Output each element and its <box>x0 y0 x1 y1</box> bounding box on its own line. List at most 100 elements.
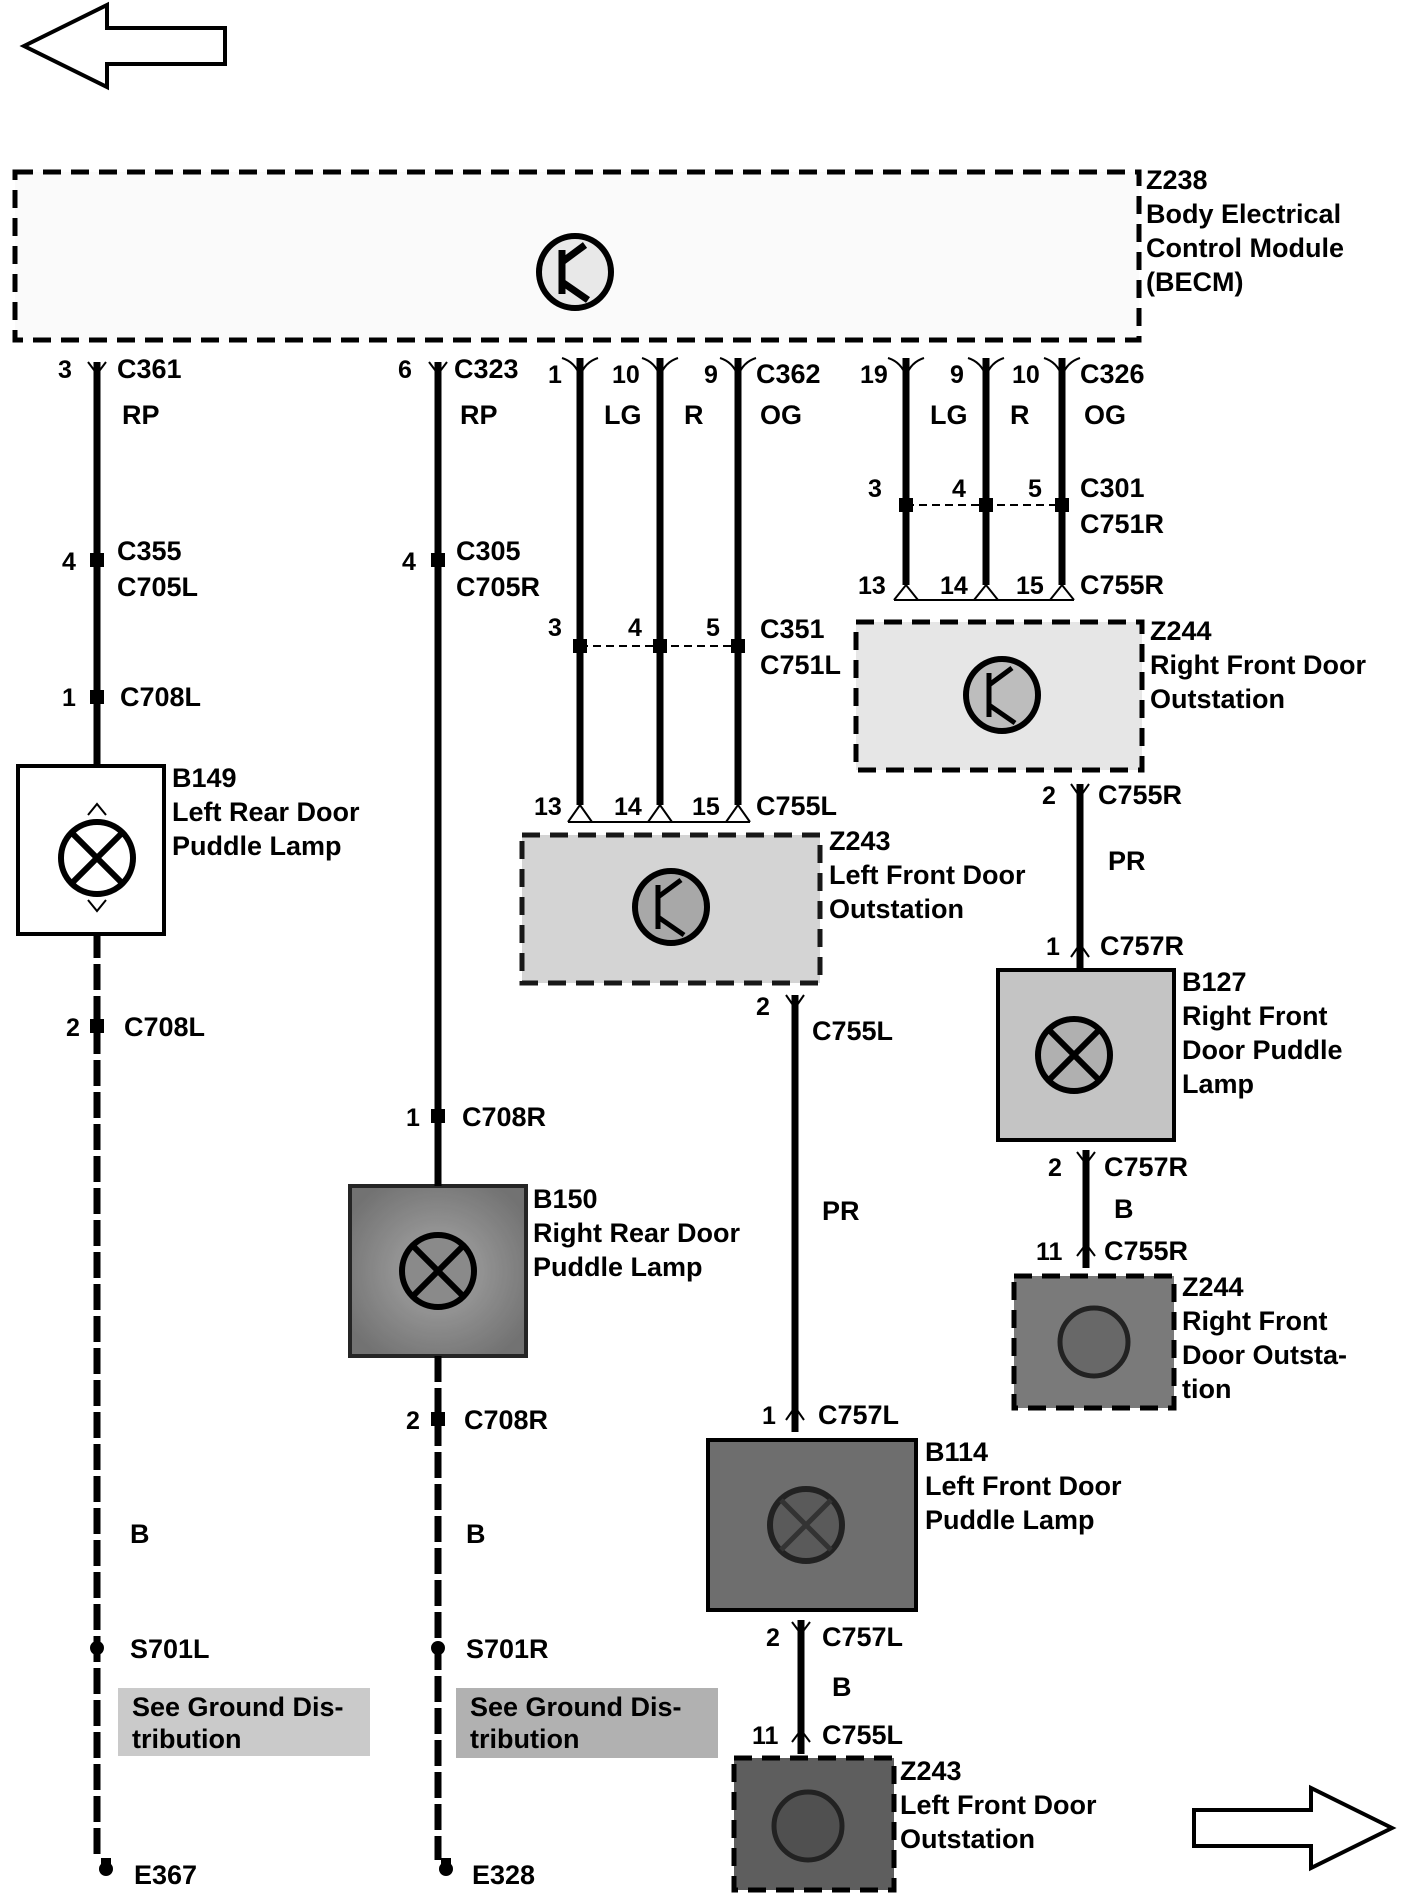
connector-label: C751L <box>760 650 841 680</box>
pin-label: 4 <box>952 475 966 503</box>
pin-label: 3 <box>548 614 562 642</box>
ground-note-line: See Ground Dis- <box>132 1692 344 1722</box>
pin-label: 1 <box>1046 933 1060 961</box>
transistor-icon <box>632 868 710 946</box>
lamp-b127 <box>996 968 1176 1142</box>
connector-label: C355 <box>117 536 182 566</box>
lamp-b114 <box>706 1438 918 1612</box>
ground-label: E367 <box>134 1860 197 1890</box>
connector-label: C301 <box>1080 473 1145 503</box>
pin-label: 14 <box>614 793 642 821</box>
transistor-icon <box>963 656 1041 734</box>
connector-label: C351 <box>760 614 825 644</box>
rf-outstation-module-lower: Z244 Right Front Door Outsta- tion <box>1011 1272 1347 1411</box>
module-name-line: tion <box>1182 1374 1231 1404</box>
inline-connector <box>979 498 993 512</box>
connector-label: C751R <box>1080 509 1164 539</box>
right-rear-circuit: 6 C323 RP 4 C305 C705R 1 C708R B150 Righ… <box>348 354 741 1890</box>
inline-connector <box>431 1109 445 1123</box>
wire-color-label: OG <box>760 400 802 430</box>
inline-connector <box>731 639 745 653</box>
connector-label: C708L <box>124 1012 205 1042</box>
pin-label: 1 <box>62 684 76 712</box>
lamp-name-line: Left Rear Door <box>172 797 360 827</box>
wire-color-label: RP <box>122 400 160 430</box>
connector-label: C757R <box>1100 931 1184 961</box>
pin-label: 13 <box>858 572 886 600</box>
wire-color-label: B <box>466 1519 486 1549</box>
ground-note-line: tribution <box>132 1724 241 1754</box>
lamp-name-line: Door Puddle <box>1182 1035 1343 1065</box>
lf-outstation-module: Z243 Left Front Door Outstation <box>519 826 1026 986</box>
pin-label: 10 <box>1012 361 1040 389</box>
pin-label: 2 <box>1042 782 1056 810</box>
ground-note-box <box>456 1688 718 1758</box>
splice-label: S701R <box>466 1634 549 1664</box>
pin-label: 2 <box>66 1014 80 1042</box>
lamp-name-line: Puddle Lamp <box>533 1252 703 1282</box>
wire-color-label: B <box>1114 1194 1134 1224</box>
pin-label: 9 <box>950 361 964 389</box>
inline-connector <box>431 553 445 567</box>
connector-label: C326 <box>1080 359 1145 389</box>
inline-connector <box>653 639 667 653</box>
connector-label: C362 <box>756 359 821 389</box>
module-id: Z244 <box>1150 616 1212 646</box>
wire-color-label: LG <box>604 400 642 430</box>
inline-connector <box>431 1412 445 1426</box>
right-front-bus: 19 9 10 C326 LG R OG 3 4 5 C301 C751R 13… <box>858 357 1164 601</box>
pin-label: 4 <box>62 548 76 576</box>
lf-outstation-module-lower: Z243 Left Front Door Outstation <box>731 1755 1097 1893</box>
wire-color-label: PR <box>1108 846 1146 876</box>
pin-label: 9 <box>704 361 718 389</box>
pin-label: 3 <box>58 356 72 384</box>
lamp-id: B114 <box>925 1437 988 1467</box>
left-front-lamp-circuit: 2 C755L PR 1 C757L B114 Left Front Door … <box>706 993 1122 1754</box>
ground-note-line: See Ground Dis- <box>470 1692 682 1722</box>
right-front-lamp-circuit: 2 C755R PR 1 C757R B127 Right Front Door… <box>996 780 1343 1268</box>
wire-color-label: LG <box>930 400 968 430</box>
inline-connector <box>90 553 104 567</box>
module-name-line: Left Front Door <box>900 1790 1097 1820</box>
lamp-name-line: Lamp <box>1182 1069 1254 1099</box>
wire-color-label: RP <box>460 400 498 430</box>
becm-name-line: Body Electrical <box>1146 199 1341 229</box>
pin-label: 2 <box>756 993 770 1021</box>
connector-label: C708L <box>120 682 201 712</box>
module-id: Z243 <box>900 1756 962 1786</box>
pin-label: 4 <box>628 614 642 642</box>
inline-connector <box>90 1019 104 1033</box>
inline-connector <box>899 498 913 512</box>
connector-label: C757L <box>818 1400 899 1430</box>
wire-color-label: OG <box>1084 400 1126 430</box>
lamp-b150 <box>348 1184 528 1358</box>
pin-label: 11 <box>752 1722 779 1750</box>
pin-label: 3 <box>868 475 882 503</box>
wire-color-label: R <box>684 400 704 430</box>
connector-label: C755L <box>812 1016 893 1046</box>
rf-outstation-module: Z244 Right Front Door Outstation <box>853 616 1366 773</box>
right-arrow-icon[interactable] <box>1192 1784 1397 1872</box>
pin-label: 2 <box>406 1407 420 1435</box>
lamp-id: B127 <box>1182 967 1247 997</box>
pin-label: 2 <box>766 1624 780 1652</box>
connector-label: C755R <box>1098 780 1182 810</box>
pin-label: 5 <box>1028 475 1042 503</box>
pin-label: 4 <box>402 548 416 576</box>
pin-label: 1 <box>548 361 562 389</box>
module-name-line: Outstation <box>829 894 964 924</box>
inline-connector <box>90 690 104 704</box>
lamp-id: B150 <box>533 1184 598 1214</box>
lamp-name-line: Puddle Lamp <box>172 831 342 861</box>
pin-label: 10 <box>612 361 640 389</box>
becm-module: Z238 Body Electrical Control Module (BEC… <box>12 165 1344 343</box>
pin-label: 14 <box>940 572 968 600</box>
ground-icon <box>439 1858 453 1876</box>
splice-dot <box>90 1641 104 1655</box>
splice-label: S701L <box>130 1634 210 1664</box>
connector-label: C757L <box>822 1622 903 1652</box>
pin-label: 11 <box>1036 1238 1063 1266</box>
pin-label: 6 <box>398 356 412 384</box>
left-arrow-icon[interactable] <box>19 1 227 91</box>
